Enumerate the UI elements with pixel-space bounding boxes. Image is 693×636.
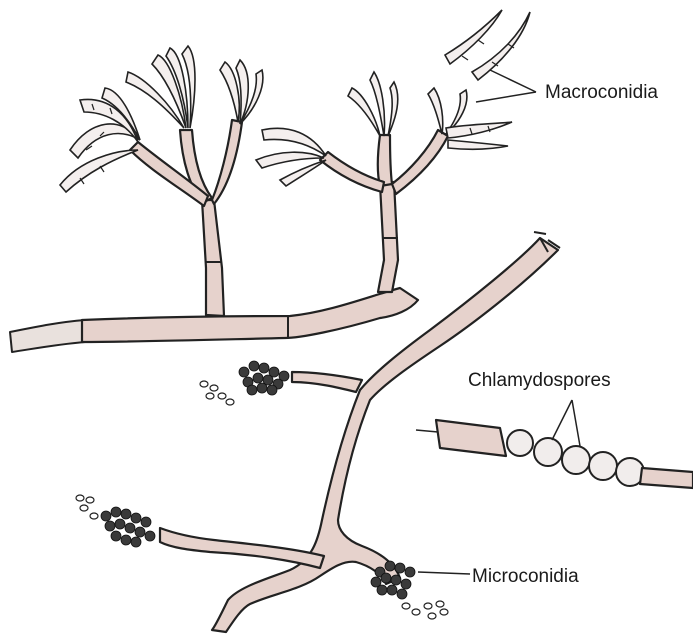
chlamydospore-hypha <box>416 420 693 488</box>
macroconidia-label: Macroconidia <box>545 82 658 103</box>
microconidia-label: Microconidia <box>472 566 579 587</box>
microconidia-head-upper <box>200 361 289 405</box>
right-conidiophore <box>320 130 448 292</box>
chlamydospores-leader <box>552 400 580 446</box>
microconidia-leader <box>418 572 470 574</box>
microconidia-head-left <box>76 495 155 547</box>
chlamydospores-label: Chlamydospores <box>468 370 611 391</box>
microconidia-head-lower <box>371 561 448 619</box>
macroconidia-clusters <box>60 10 530 192</box>
left-conidiophore <box>130 120 242 316</box>
